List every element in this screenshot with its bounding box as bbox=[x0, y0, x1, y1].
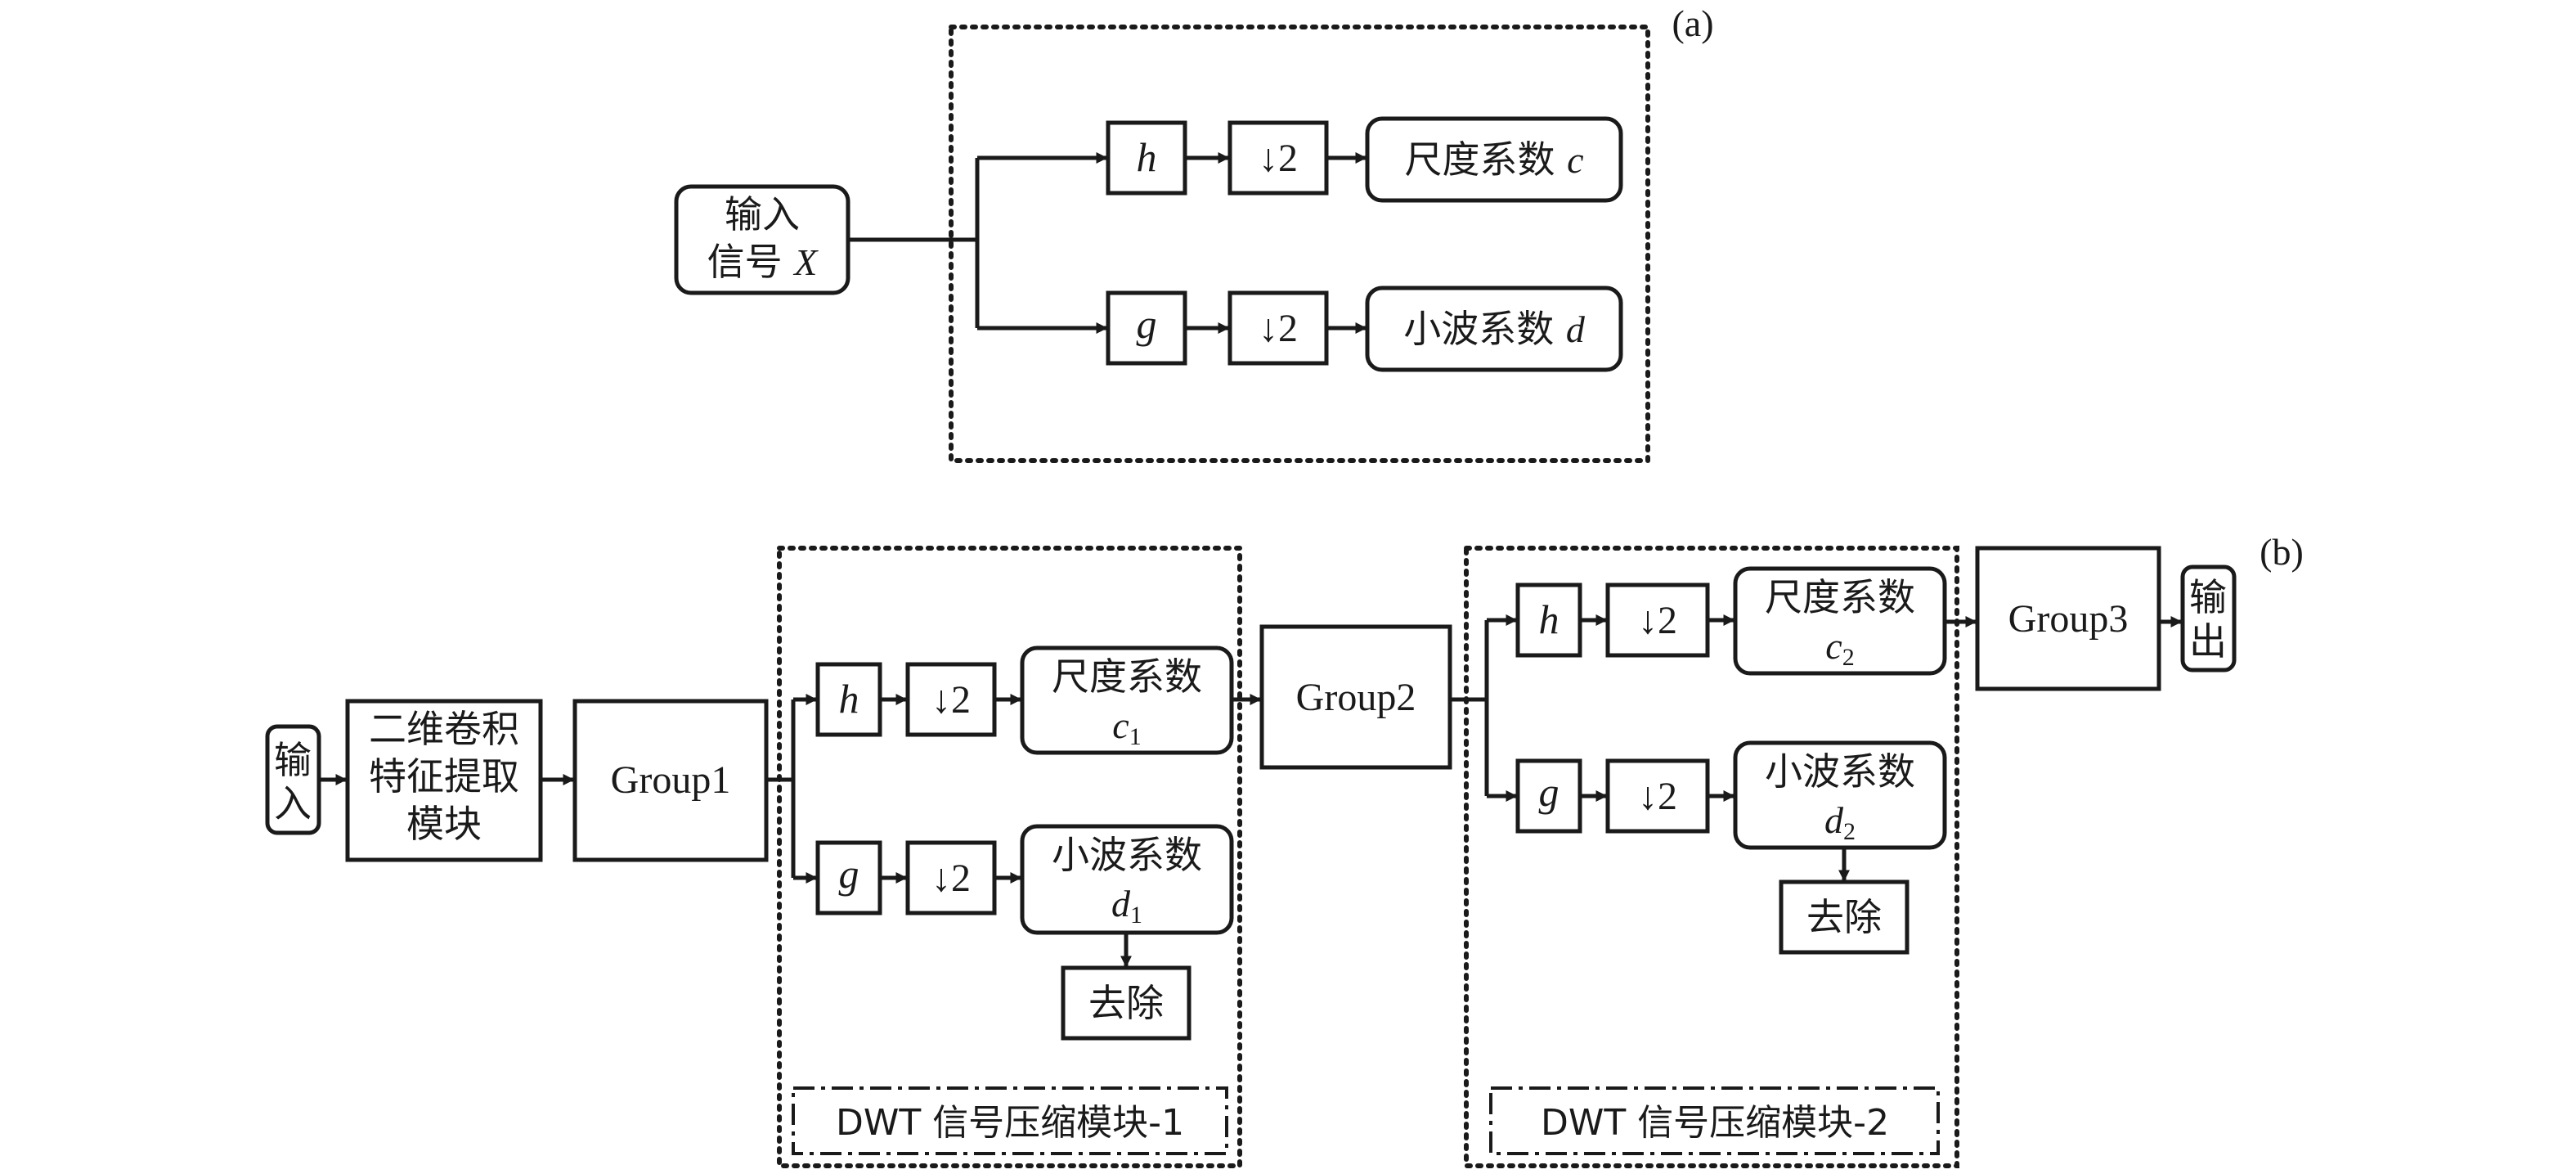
m1-scale-line2: c1 bbox=[1112, 704, 1141, 750]
panel-b-text: (b) 输 入 二维卷积 特征提取 模块 Group1 Group2 Group… bbox=[274, 531, 2304, 1144]
wavelet-coef-box bbox=[1365, 286, 1623, 372]
m2-remove-box bbox=[1779, 879, 1910, 955]
b-input-line1: 输 bbox=[274, 738, 312, 782]
input-signal-line1: 输入 bbox=[725, 192, 800, 236]
b-output-line2: 出 bbox=[2189, 619, 2227, 663]
downsample-bottom-label: ↓2 bbox=[1259, 307, 1298, 350]
panel-a-text: (a) 输入 信号 X h g ↓2 ↓2 尺度系数 c 小波系数 d bbox=[707, 2, 1714, 351]
m2-down-top-label: ↓2 bbox=[1638, 599, 1677, 642]
wavelet-coef-label: 小波系数 d bbox=[1403, 307, 1586, 351]
scale-coef-label: 尺度系数 c bbox=[1404, 137, 1583, 182]
m1-wavelet-line1: 小波系数 bbox=[1052, 833, 1202, 877]
module2-dotted-frame bbox=[1464, 546, 1959, 1168]
group3-label: Group3 bbox=[2008, 597, 2129, 641]
h-filter-label: h bbox=[1137, 134, 1157, 180]
module1-dotted-frame bbox=[777, 546, 1242, 1168]
m1-remove-box bbox=[1061, 965, 1192, 1041]
panel-a bbox=[674, 25, 1650, 463]
g-filter-label: g bbox=[1137, 301, 1157, 347]
m2-wavelet-line2: d2 bbox=[1824, 799, 1856, 845]
m2-wavelet-box bbox=[1733, 740, 1947, 850]
m1-g-label: g bbox=[839, 851, 859, 897]
b-output-box bbox=[2180, 565, 2237, 672]
m1-down-bottom-label: ↓2 bbox=[931, 857, 971, 900]
m1-down-top-label: ↓2 bbox=[931, 678, 971, 722]
m2-scale-line2: c2 bbox=[1825, 625, 1854, 671]
b-input-line2: 入 bbox=[274, 781, 312, 825]
m2-scale-line1: 尺度系数 bbox=[1765, 575, 1915, 619]
feature-line2: 特征提取 bbox=[369, 754, 519, 798]
group1-label: Group1 bbox=[611, 758, 731, 802]
module2-caption-frame bbox=[1489, 1086, 1940, 1155]
feature-line3: 模块 bbox=[406, 802, 482, 846]
b-output-line1: 输 bbox=[2189, 575, 2227, 619]
panel-a-label: (a) bbox=[1672, 2, 1713, 44]
panel-b-label: (b) bbox=[2260, 531, 2304, 573]
panel-a-dotted-frame bbox=[949, 25, 1650, 463]
m2-caption: DWT 信号压缩模块-2 bbox=[1541, 1102, 1889, 1144]
m1-remove-label: 去除 bbox=[1088, 981, 1164, 1025]
m2-h-label: h bbox=[1539, 596, 1560, 642]
feature-line1: 二维卷积 bbox=[369, 707, 519, 751]
downsample-top-label: ↓2 bbox=[1259, 137, 1298, 180]
input-signal-line2: 信号 X bbox=[707, 240, 819, 284]
m2-remove-label: 去除 bbox=[1806, 895, 1882, 939]
group3-box bbox=[1975, 546, 2161, 691]
m2-wavelet-line1: 小波系数 bbox=[1765, 749, 1915, 794]
module1-caption-frame bbox=[792, 1086, 1228, 1155]
scale-coef-box bbox=[1365, 116, 1623, 203]
m2-g-label: g bbox=[1539, 769, 1560, 815]
m1-caption: DWT 信号压缩模块-1 bbox=[836, 1102, 1184, 1144]
m1-scale-line1: 尺度系数 bbox=[1052, 654, 1202, 699]
group2-label: Group2 bbox=[1296, 676, 1416, 719]
group2-box bbox=[1259, 624, 1452, 770]
m1-wavelet-line2: d1 bbox=[1111, 883, 1142, 929]
m2-down-bottom-label: ↓2 bbox=[1638, 775, 1677, 818]
m1-h-label: h bbox=[839, 676, 859, 722]
panel-b bbox=[265, 546, 2237, 1168]
